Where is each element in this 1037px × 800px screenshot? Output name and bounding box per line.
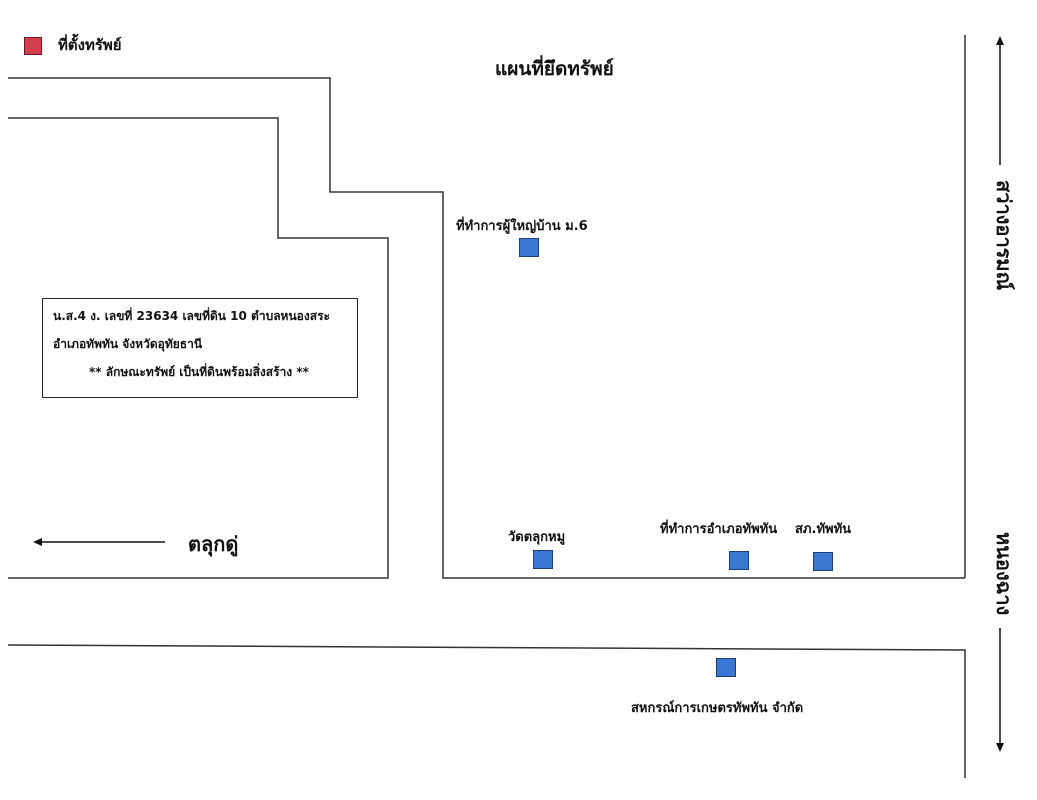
legend-property-marker-icon [24, 37, 42, 55]
landmark-label-village-head-office: ที่ทำการผู้ใหญ่บ้าน ม.6 [456, 219, 588, 234]
west-arrow-head-icon [33, 538, 42, 546]
direction-label-west: ตลุกดู่ [188, 532, 239, 556]
info-line-deed: น.ส.4 ง. เลขที่ 23634 เลขที่ดิน 10 ตำบลห… [53, 309, 330, 323]
landmark-marker-icon [519, 238, 539, 257]
info-line-location: อำเภอทัพทัน จังหวัดอุทัยธานี [53, 337, 203, 351]
landmark-marker-icon [716, 658, 736, 677]
landmark-label-cooperative: สหกรณ์การเกษตรทัพทัน จำกัด [631, 701, 804, 716]
landmark-marker-icon [533, 550, 553, 569]
property-info-box: น.ส.4 ง. เลขที่ 23634 เลขที่ดิน 10 ตำบลห… [42, 298, 358, 398]
map-title: แผนที่ยึดทรัพย์ [495, 58, 614, 80]
landmark-marker-icon [813, 552, 833, 571]
road-edge-upper [8, 77, 965, 579]
road-edge-inner [8, 117, 389, 579]
south-arrow-head-icon [996, 743, 1004, 752]
landmark-marker-icon [729, 551, 749, 570]
landmark-label-wat-talukmu: วัดตลุกหมู [508, 530, 566, 545]
info-line-property-type: ** ลักษณะทรัพย์ เป็นที่ดินพร้อมสิ่งสร้าง… [89, 365, 309, 379]
landmark-label-police-station: สภ.ทัพทัน [795, 522, 852, 537]
direction-label-south: หนองฉาง [992, 532, 1016, 616]
landmark-label-district-office: ที่ทำการอำเภอทัพทัน [660, 522, 778, 537]
direction-label-north: สว่างอารมณ์ [992, 180, 1016, 291]
north-arrow-head-icon [996, 36, 1004, 45]
legend-label: ที่ตั้งทรัพย์ [58, 36, 122, 54]
road-edge-lower [7, 644, 966, 778]
